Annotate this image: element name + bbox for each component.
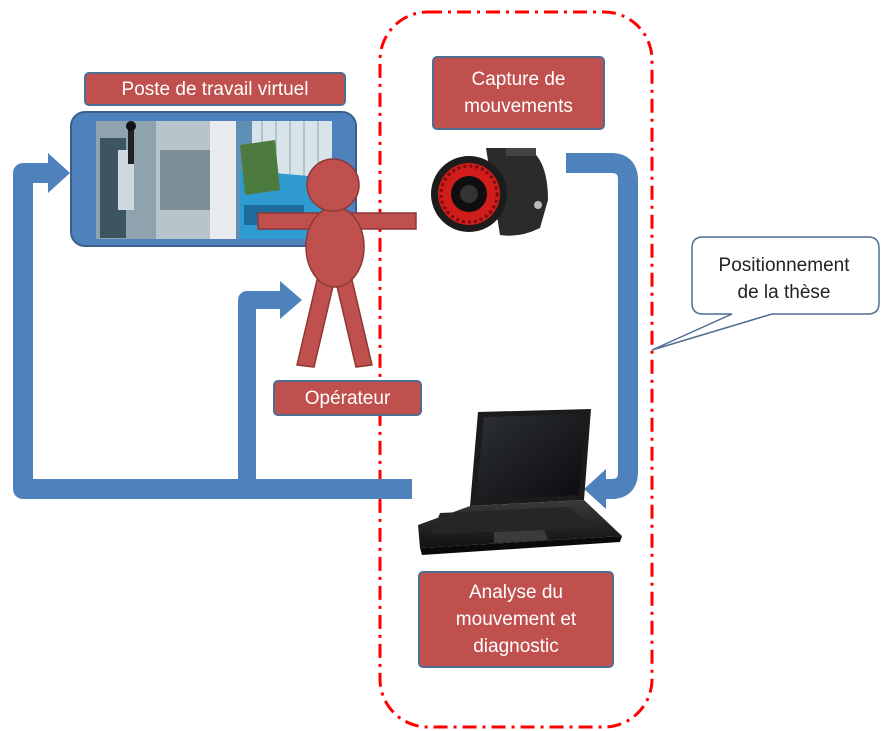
thesis-callout-text: Positionnement de la thèse [718,255,850,303]
operator-left-leg [296,279,335,368]
laptop-computer [418,409,622,555]
operator-body [305,206,365,288]
motion-capture-camera [431,148,548,236]
operator-right-leg [335,279,373,368]
motion-capture-label: Capture de mouvements [432,56,605,130]
capture-to-analysis-arrow [566,153,638,509]
thesis-scope-boundary [378,10,654,729]
thesis-callout-bubble [651,236,880,351]
analysis-label: Analyse du mouvement et diagnostic [418,571,614,668]
feedback-arrow-to-workstation [13,153,412,499]
operator-head [306,158,360,212]
operator-label: Opérateur [273,380,422,416]
workstation-label: Poste de travail virtuel [84,72,346,106]
feedback-arrow-to-operator [238,281,302,489]
operator-figure [257,158,417,368]
